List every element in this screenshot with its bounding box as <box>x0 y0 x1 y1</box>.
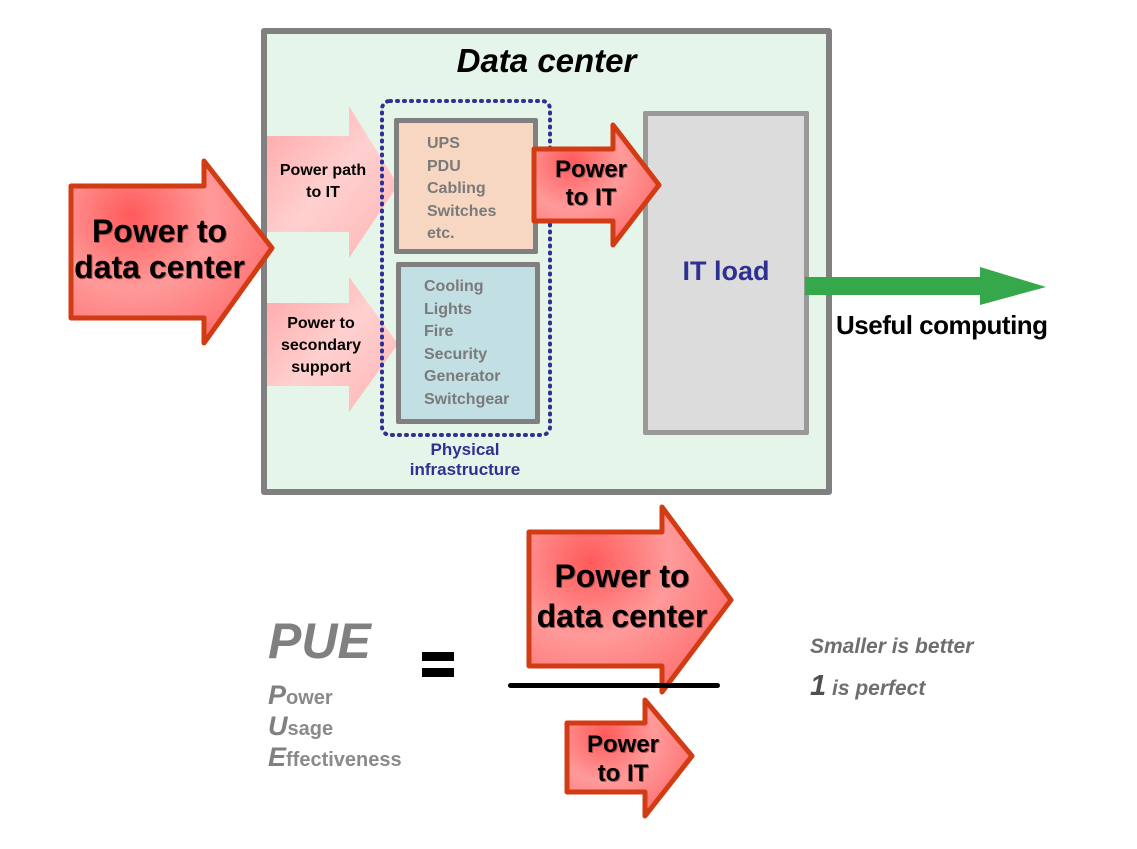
power-to-it-line1: Power <box>554 156 628 183</box>
power-to-it-line2: to IT <box>565 184 617 211</box>
note-one-is-perfect: 1 is perfect <box>810 670 925 703</box>
component-switches: Switches <box>427 202 497 220</box>
numerator-line1: Power to <box>554 558 690 594</box>
secondary-support-label: Power to secondary support <box>266 313 376 379</box>
pue-initial-e: E <box>268 742 287 772</box>
power-path-label-line1: Power path <box>279 162 367 179</box>
physical-infrastructure-label: Physical infrastructure <box>380 440 550 480</box>
input-arrow-line1: Power to <box>91 213 228 249</box>
pue-rest-usage: sage <box>287 718 334 740</box>
component-ups: UPS <box>427 135 460 152</box>
power-path-label: Power path to IT <box>268 160 378 204</box>
power-path-label-line2: to IT <box>306 184 340 201</box>
denominator-line2: to IT <box>597 760 649 787</box>
component-generator: Generator <box>424 368 501 385</box>
component-pdu: PDU <box>427 157 461 175</box>
pue-rest-power: ower <box>286 687 333 709</box>
input-arrow-line2: data center <box>74 249 245 285</box>
component-switchgear: Switchgear <box>424 390 510 408</box>
denominator-label: Power to IT <box>568 730 678 788</box>
it-load-box <box>643 111 809 435</box>
component-security: Security <box>424 345 488 363</box>
note-number-one: 1 <box>810 670 827 702</box>
numerator-label: Power to data center <box>532 556 712 636</box>
secondary-label-line2: secondary <box>280 337 362 354</box>
note-smaller-is-better: Smaller is better <box>810 635 974 658</box>
power-path-components-box: UPS PDU Cabling Switches etc. <box>394 118 538 254</box>
pue-expansion: Power Usage Effectiveness <box>268 681 402 774</box>
pue-expansion-effectiveness: Effectiveness <box>268 743 402 774</box>
note-is-perfect: is perfect <box>831 677 926 700</box>
pue-expansion-usage: Usage <box>268 712 402 743</box>
physical-label-line1: Physical <box>430 440 500 459</box>
secondary-components-box: Cooling Lights Fire Security Generator S… <box>396 262 540 424</box>
useful-computing-label: Useful computing <box>836 310 1048 340</box>
equals-sign <box>422 650 454 680</box>
secondary-component-list: Cooling Lights Fire Security Generator S… <box>401 267 535 411</box>
component-fire: Fire <box>424 323 454 340</box>
pue-initial-u: U <box>268 711 288 741</box>
power-to-it-label: Power to IT <box>536 156 646 212</box>
secondary-label-line3: support <box>291 359 351 376</box>
pue-expansion-power: Power <box>268 681 402 712</box>
component-etc: etc. <box>427 225 455 242</box>
physical-label-line2: infrastructure <box>409 460 521 479</box>
it-load-label: IT load <box>682 256 770 286</box>
equals-bar-top <box>422 652 454 661</box>
numerator-line2: data center <box>536 598 708 634</box>
data-center-title: Data center <box>456 42 637 79</box>
fraction-line <box>508 683 720 688</box>
component-lights: Lights <box>424 300 472 318</box>
denominator-line1: Power <box>586 731 660 758</box>
component-cooling: Cooling <box>424 278 484 295</box>
pue-acronym: PUE <box>268 613 371 669</box>
component-cabling: Cabling <box>427 180 486 197</box>
pue-rest-effectiveness: ffectiveness <box>286 749 402 771</box>
secondary-label-line1: Power to <box>287 315 355 332</box>
equals-bar-bottom <box>422 668 454 677</box>
power-path-component-list: UPS PDU Cabling Switches etc. <box>399 123 533 246</box>
input-arrow-label: Power to data center <box>72 213 247 285</box>
pue-initial-p: P <box>268 680 287 710</box>
